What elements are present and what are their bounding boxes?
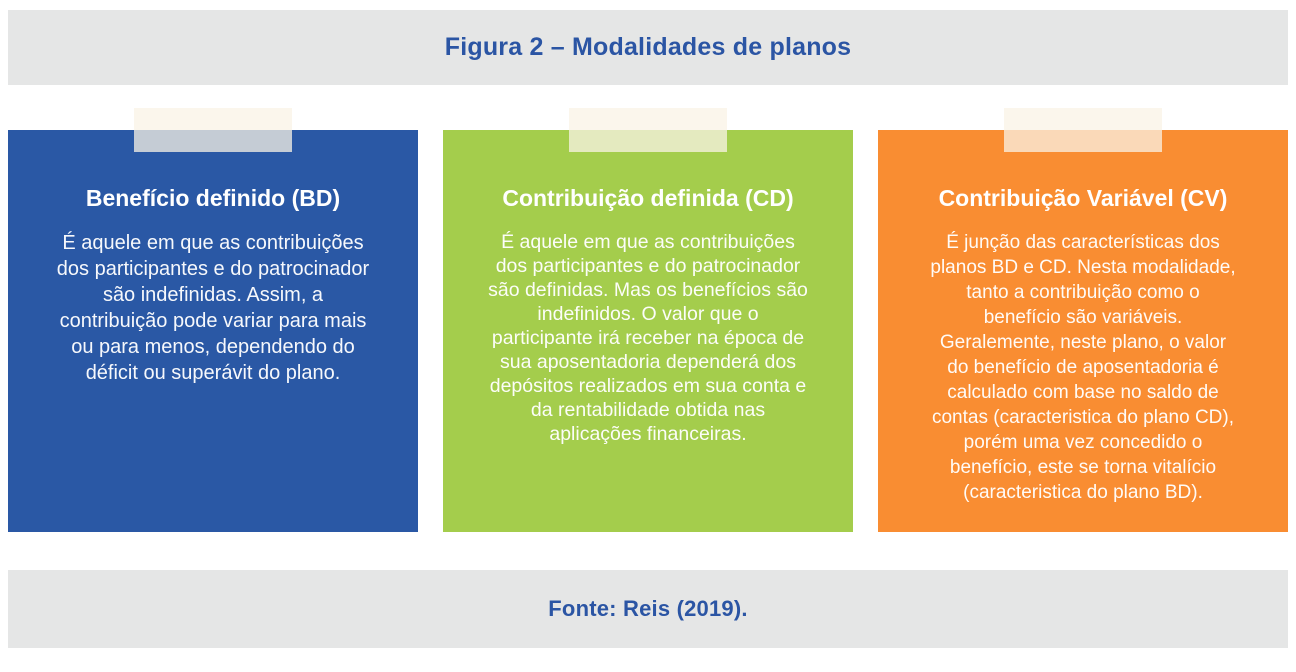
card-title-bd: Benefício definido (BD) — [85, 185, 341, 211]
card-body-bd: É aquele em que as contribuições dos par… — [56, 232, 370, 384]
card-body-cd: É aquele em que as contribuições dos par… — [488, 231, 808, 445]
source-bar: Fonte: Reis (2019). — [8, 570, 1288, 648]
card-beneficio-definido: Benefício definido (BD) É aquele em que … — [8, 108, 418, 532]
figure-title: Figura 2 – Modalidades de planos — [444, 33, 852, 61]
card-title-cd: Contribuição definida (CD) — [502, 185, 794, 211]
tape-decoration — [569, 108, 727, 152]
source-text: Fonte: Reis (2019). — [548, 596, 748, 621]
tape-decoration — [1004, 108, 1162, 152]
tape-decoration — [134, 108, 292, 152]
card-title-cv: Contribuição Variável (CV) — [938, 185, 1228, 211]
cards-row: Benefício definido (BD) É aquele em que … — [8, 108, 1288, 532]
card-contribuicao-definida: Contribuição definida (CD) É aquele em q… — [443, 108, 853, 532]
card-body-cv: É junção das características dos planos … — [930, 232, 1236, 503]
card-contribuicao-variavel: Contribuição Variável (CV) É junção das … — [878, 108, 1288, 532]
figure-title-bar: Figura 2 – Modalidades de planos — [8, 10, 1288, 85]
